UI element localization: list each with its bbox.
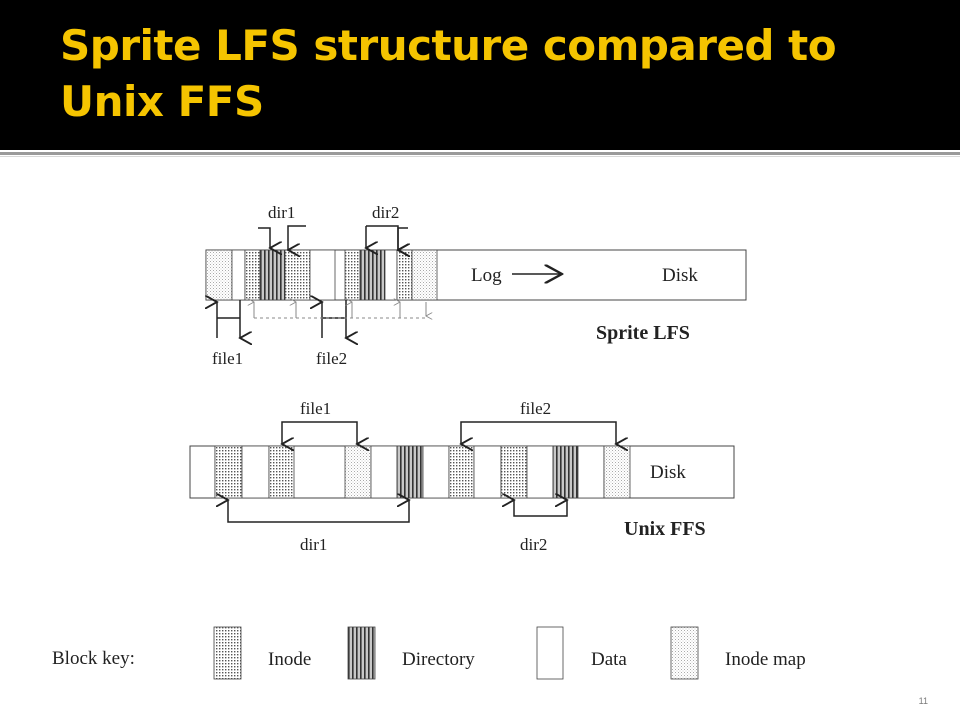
slide-title: Sprite LFS structure compared to Unix FF… — [60, 21, 837, 126]
key-inode-swatch — [213, 626, 242, 680]
ffs-file2-arrow — [461, 421, 616, 444]
lfs-block-inode — [244, 249, 261, 301]
block-key: Block key: Inode Directory Data Inode ma… — [52, 626, 806, 680]
lfs-log-label: Log — [471, 265, 502, 286]
ffs-file1-arrow — [282, 421, 357, 444]
lfs-block-data — [231, 249, 246, 301]
lfs-dir2-arrow-inner — [398, 227, 408, 250]
ffs-title: Unix FFS — [624, 518, 706, 540]
ffs-dir1-label: dir1 — [300, 535, 327, 554]
page-number: 11 — [918, 696, 928, 706]
ffs-disk-label: Disk — [650, 462, 686, 483]
lfs-block-inode — [396, 249, 413, 301]
lfs-block-directory — [259, 249, 286, 301]
key-directory-label: Directory — [402, 649, 475, 670]
lfs-block-data — [384, 249, 398, 301]
key-inode-map-label: Inode map — [725, 649, 806, 670]
ffs-block-data — [526, 445, 554, 499]
lfs-dir1-arrow-up — [288, 225, 306, 250]
ffs-block-data — [370, 445, 398, 499]
lfs-block-directory — [359, 249, 386, 301]
ffs-block-data — [241, 445, 270, 499]
ffs-group: Disk file1 file2 dir1 dir2 Unix FFS — [189, 399, 735, 554]
ffs-block-inode — [448, 445, 475, 499]
lfs-disk-label: Disk — [662, 265, 698, 286]
title-divider — [0, 152, 960, 155]
title-divider-light — [0, 156, 960, 157]
lfs-group: Log Disk dir1 dir2 file1 file2 Sprite LF… — [205, 203, 747, 368]
ffs-block-directory — [552, 445, 579, 499]
lfs-dir1-label: dir1 — [268, 203, 295, 222]
key-directory-swatch — [347, 626, 376, 680]
ffs-dir2-arrow — [514, 500, 567, 517]
ffs-block-data — [344, 445, 372, 499]
lfs-file1-label: file1 — [212, 349, 243, 368]
lfs-dir2-label: dir2 — [372, 203, 399, 222]
lfs-block-data — [309, 249, 336, 301]
ffs-block-data — [473, 445, 502, 499]
ffs-file2-label: file2 — [520, 399, 551, 418]
lfs-block-inode — [284, 249, 311, 301]
title-bar — [0, 0, 960, 150]
ffs-dir1-arrow — [228, 500, 409, 523]
lfs-file1-arrow-down — [217, 300, 240, 338]
key-inode-map-swatch — [670, 626, 699, 680]
ffs-block-data — [603, 445, 631, 499]
block-key-label: Block key: — [52, 648, 135, 669]
ffs-file1-label: file1 — [300, 399, 331, 418]
ffs-block-inode — [268, 445, 295, 499]
ffs-dir2-label: dir2 — [520, 535, 547, 554]
ffs-block-inode — [214, 445, 243, 499]
ffs-block-directory — [396, 445, 424, 499]
lfs-title: Sprite LFS — [596, 322, 690, 344]
key-inode-label: Inode — [268, 649, 311, 670]
key-data-swatch — [536, 626, 564, 680]
ffs-block-data — [422, 445, 450, 499]
lfs-dir1-arrow — [258, 227, 270, 248]
key-data-label: Data — [591, 649, 627, 670]
lfs-block-inode-map — [411, 249, 438, 301]
ffs-block-data — [577, 445, 605, 499]
lfs-block-data — [205, 249, 233, 301]
lfs-file2-arrow-down — [322, 300, 346, 338]
lfs-dir2-arrow-up — [366, 225, 398, 250]
ffs-block-inode — [500, 445, 528, 499]
lfs-block-inode — [344, 249, 361, 301]
lfs-file2-label: file2 — [316, 349, 347, 368]
